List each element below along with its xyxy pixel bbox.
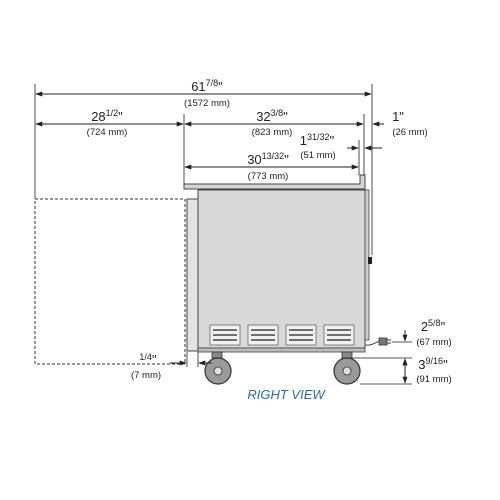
- caster-rear: [333, 351, 361, 385]
- svg-text:(773 mm): (773 mm): [248, 171, 289, 182]
- svg-text:(724 mm): (724 mm): [87, 127, 128, 138]
- svg-text:25/8": 25/8": [421, 318, 446, 334]
- svg-text:131/32": 131/32": [300, 132, 335, 148]
- svg-text:39/16": 39/16": [418, 356, 448, 372]
- bottom-rail: [197, 347, 366, 353]
- door-edge: [186, 198, 199, 352]
- dim-depth: 323/8" (823 mm): [252, 108, 293, 138]
- power-plug: [364, 337, 391, 346]
- louver-group-2: [247, 324, 279, 346]
- svg-text:(1572 mm): (1572 mm): [184, 98, 230, 109]
- svg-text:(823 mm): (823 mm): [252, 127, 293, 138]
- dim-plug-height: 25/8" (67 mm): [416, 318, 451, 348]
- svg-text:(7 mm): (7 mm): [131, 370, 161, 381]
- dimension-lines: [35, 91, 408, 384]
- vent-louvers: [209, 324, 355, 346]
- view-label: RIGHT VIEW: [247, 387, 326, 402]
- svg-text:(26 mm): (26 mm): [392, 127, 427, 138]
- svg-text:(91 mm): (91 mm): [416, 374, 451, 385]
- dim-door-swing: 281/2" (724 mm): [87, 108, 128, 138]
- dim-caster-height: 39/16" (91 mm): [416, 356, 451, 385]
- svg-text:(51 mm): (51 mm): [300, 150, 335, 161]
- dim-rear-offset: 1" (26 mm): [392, 109, 428, 138]
- dim-backsplash: 131/32" (51 mm): [300, 132, 336, 161]
- worktop: [183, 174, 366, 190]
- rear-control-box: [364, 189, 370, 341]
- svg-text:617/8": 617/8": [191, 78, 223, 94]
- cabinet: [183, 174, 391, 385]
- dim-overall: 617/8" (1572 mm): [184, 78, 230, 109]
- louver-group-4: [323, 324, 355, 346]
- svg-text:1": 1": [392, 109, 404, 124]
- svg-text:3013/32": 3013/32": [247, 151, 289, 167]
- caster-front: [204, 351, 232, 385]
- rear-switch: [368, 257, 372, 264]
- svg-text:323/8": 323/8": [256, 108, 288, 124]
- louver-group-3: [285, 324, 317, 346]
- dim-door-thickness: 1/4" (7 mm): [131, 352, 161, 381]
- extension-lines: [34, 84, 412, 385]
- svg-text:(67 mm): (67 mm): [416, 337, 451, 348]
- door-swing-outline: [34, 198, 186, 365]
- cabinet-body: [197, 189, 366, 349]
- dim-top-depth: 3013/32" (773 mm): [247, 151, 289, 182]
- svg-text:1/4": 1/4": [139, 352, 157, 367]
- svg-text:281/2": 281/2": [91, 108, 123, 124]
- louver-group-1: [209, 324, 241, 346]
